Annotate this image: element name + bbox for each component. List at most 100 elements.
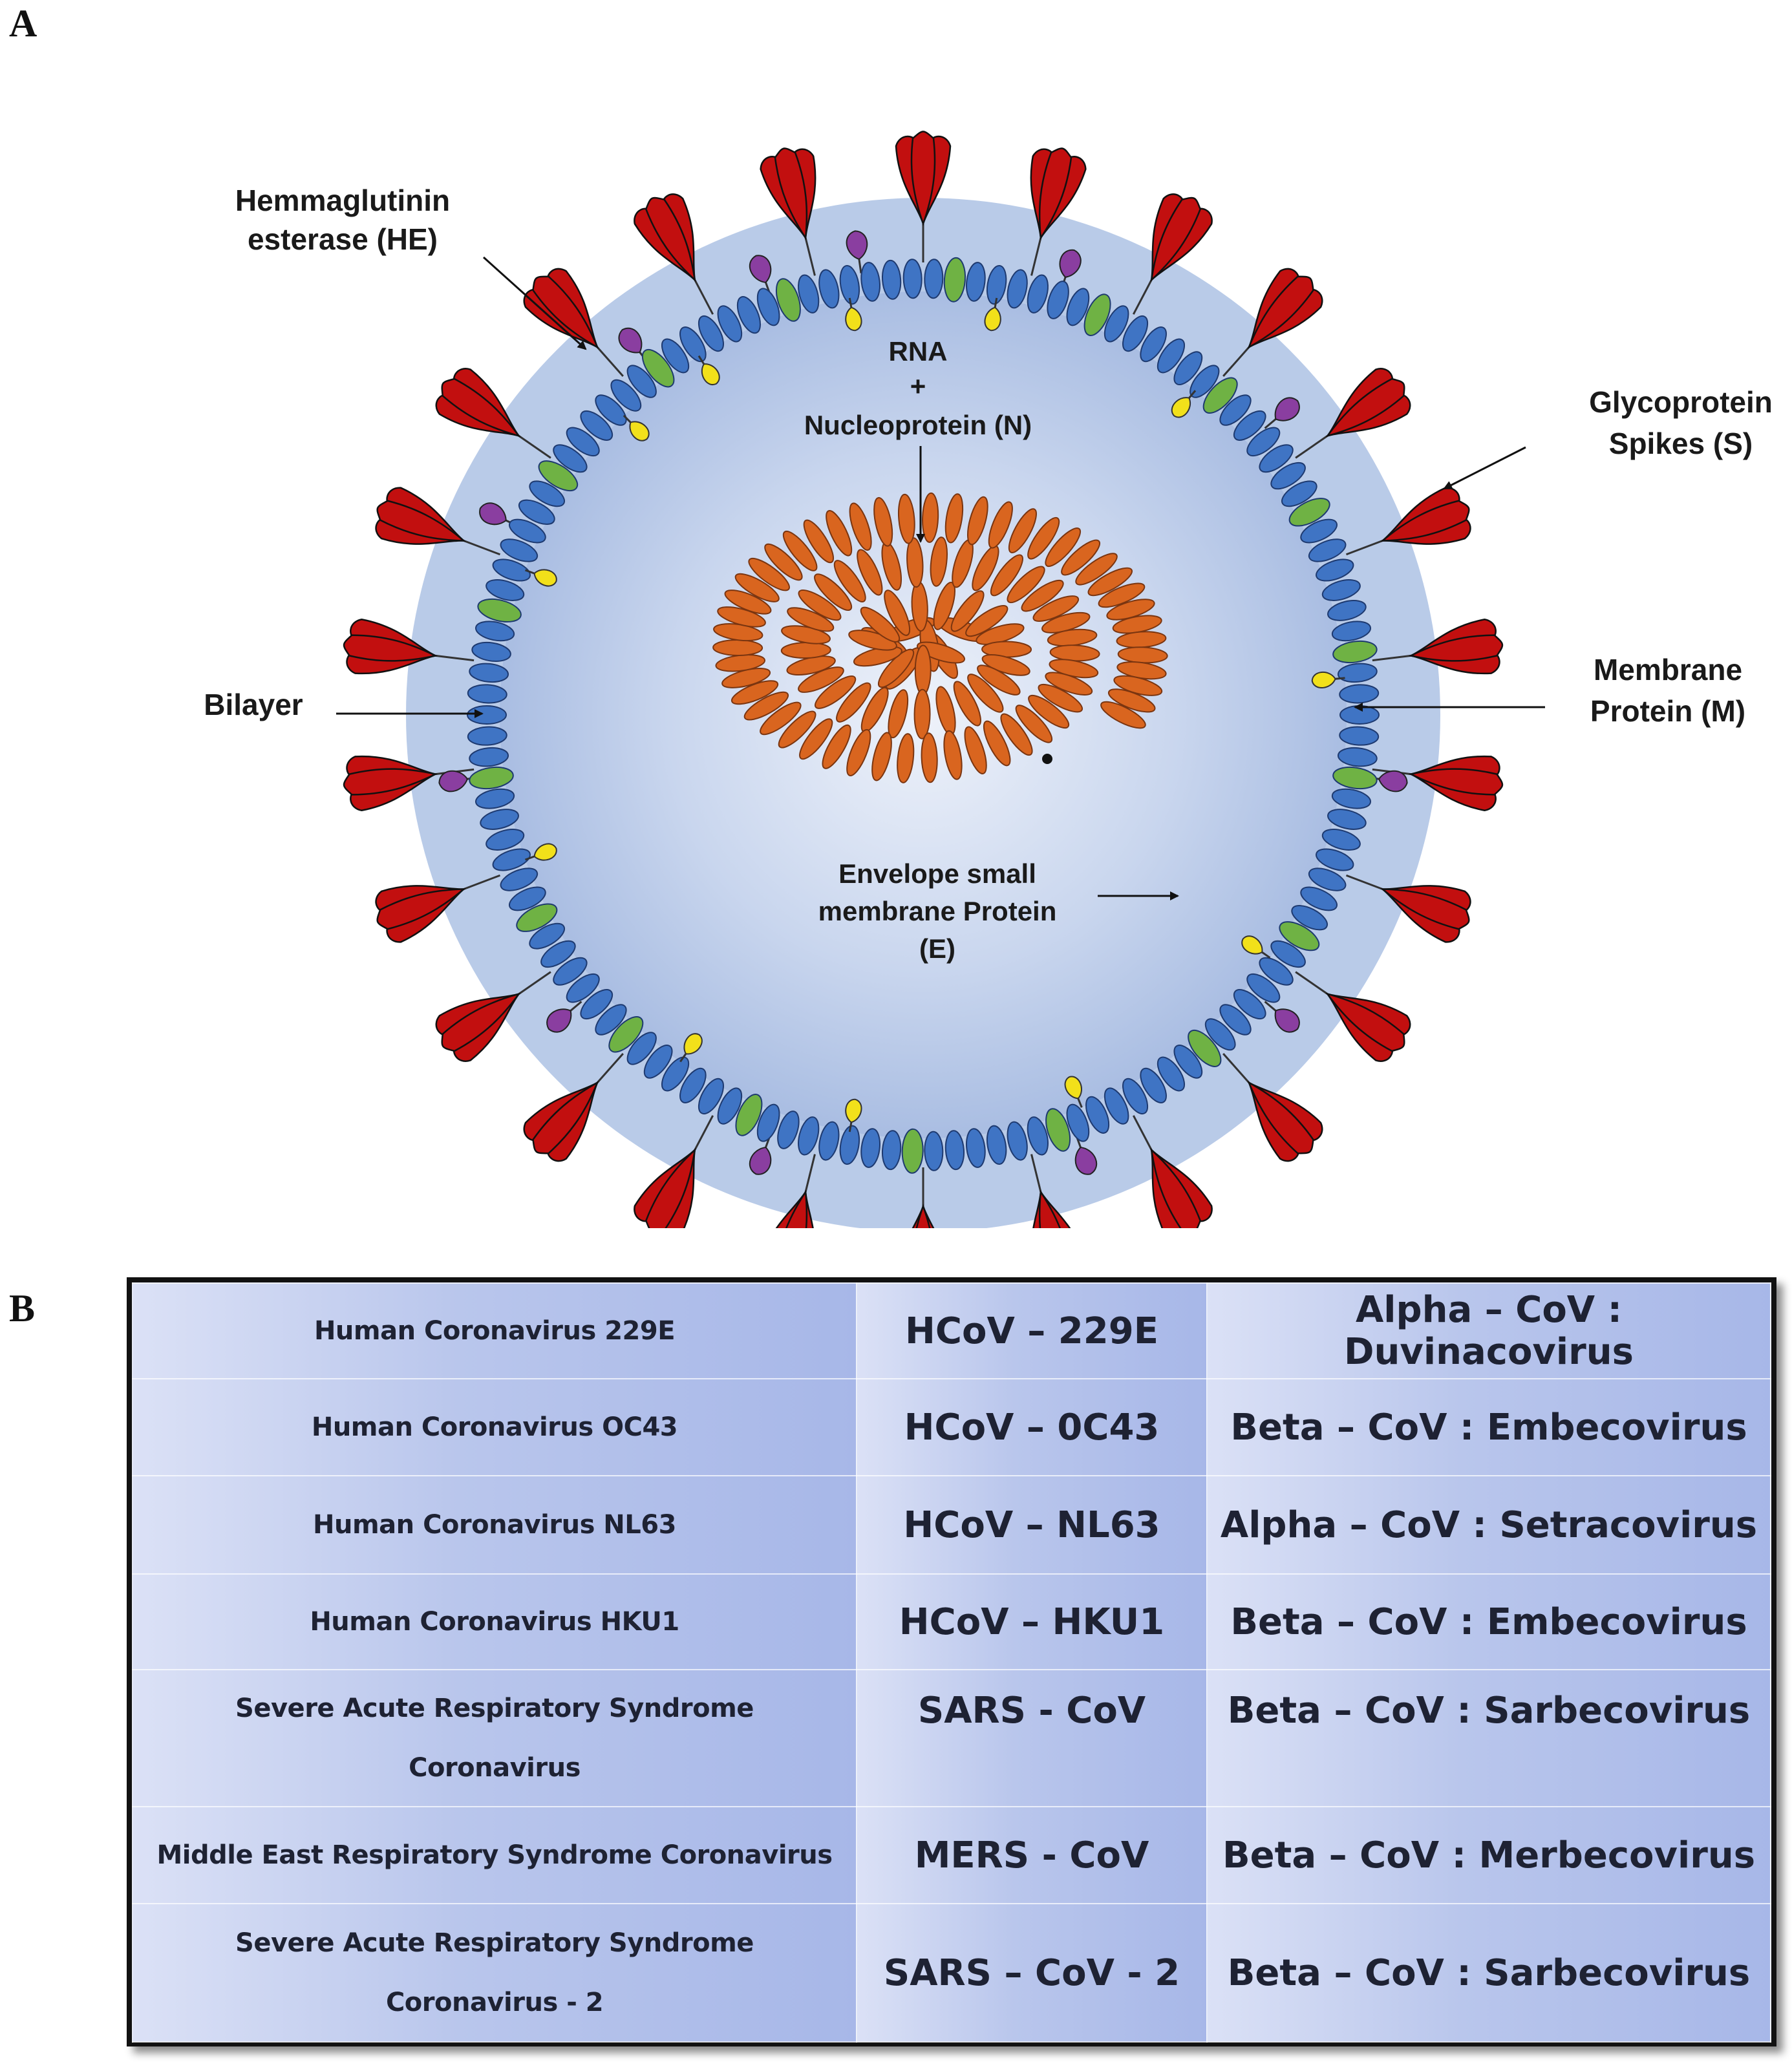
- membrane-protein: [1045, 1108, 1071, 1152]
- label-he-line2: esterase (HE): [248, 222, 438, 256]
- spike-petal: [645, 1147, 696, 1228]
- spike-stalk: [1222, 1052, 1250, 1083]
- he-protein: [546, 1001, 582, 1033]
- lipid: [1007, 1121, 1028, 1161]
- e-head: [1241, 935, 1263, 955]
- e-head: [629, 421, 650, 441]
- nucleoprotein: [1098, 582, 1146, 608]
- lipid: [500, 867, 539, 891]
- spike: [760, 147, 816, 276]
- spike-petal: [1408, 634, 1504, 662]
- lipid: [756, 1103, 780, 1142]
- he-protein: [846, 230, 868, 273]
- lipid-bilayer: [467, 257, 1380, 1174]
- lipid: [467, 705, 507, 725]
- nucleoprotein: [1027, 516, 1060, 560]
- label-spikes-line1: Glycoprotein: [1589, 385, 1773, 419]
- spike: [1345, 874, 1471, 943]
- spike-petal: [1408, 768, 1504, 796]
- envelope-protein: [1311, 672, 1345, 688]
- membrane-protein: [1279, 921, 1320, 951]
- nucleoprotein: [977, 664, 1021, 696]
- lipid: [553, 957, 588, 986]
- virion: [343, 131, 1504, 1228]
- label-bilayer: Bilayer: [204, 688, 303, 721]
- spike: [634, 1115, 714, 1228]
- membrane-protein: [775, 278, 801, 322]
- nucleoprotein: [1045, 527, 1082, 568]
- spike-stalk: [1345, 540, 1383, 556]
- lipid: [1270, 462, 1306, 490]
- e-head: [1064, 1076, 1082, 1100]
- membrane-protein: [516, 903, 558, 932]
- lipid: [500, 538, 539, 562]
- nucleoprotein: [953, 681, 981, 727]
- nucleoprotein: [724, 590, 772, 615]
- spike-stalk: [1030, 1154, 1042, 1193]
- e-stalk: [1261, 951, 1271, 959]
- lipid: [1316, 848, 1354, 871]
- he-head: [479, 502, 507, 526]
- lipid: [529, 480, 565, 507]
- envelope-protein: [984, 297, 1001, 332]
- lipid: [1219, 394, 1252, 426]
- nucleoprotein: [760, 701, 802, 736]
- table-row: Middle East Respiratory Syndrome Coronav…: [132, 1806, 1771, 1904]
- lipid: [679, 326, 707, 363]
- he-stalk: [570, 1001, 582, 1012]
- lipid: [626, 1032, 657, 1065]
- spike-petal: [1247, 1081, 1314, 1154]
- lipid: [580, 989, 613, 1020]
- he-protein: [749, 1133, 772, 1175]
- virus-name-cell: Middle East Respiratory Syndrome Coronav…: [132, 1806, 857, 1904]
- e-stalk: [994, 297, 998, 308]
- he-head: [749, 255, 772, 283]
- nucleoprotein: [922, 492, 939, 543]
- nucleoprotein: [966, 496, 988, 546]
- rna-end: [1042, 754, 1052, 764]
- spike-petal: [343, 768, 438, 796]
- membrane-protein: [538, 460, 579, 492]
- lipid: [736, 296, 761, 334]
- label-membrane-line2: Protein (M): [1590, 694, 1745, 728]
- spike-petal: [910, 131, 936, 226]
- nucleoprotein: [873, 497, 893, 547]
- lipid: [944, 1130, 965, 1171]
- spike-petal: [1380, 888, 1470, 930]
- virus-genus-cell: Beta – CoV : Embecovirus: [1206, 1378, 1771, 1476]
- nucleoprotein: [1061, 539, 1101, 576]
- label-spikes-line2: Spikes (S): [1609, 427, 1753, 460]
- virus-abbreviation-cell: HCoV – NL63: [856, 1475, 1208, 1575]
- membrane-protein: [477, 598, 522, 622]
- label-rna-line3: Nucleoprotein (N): [804, 410, 1032, 440]
- lipid: [467, 684, 507, 704]
- he-protein: [1074, 1133, 1098, 1175]
- nucleoprotein: [1045, 672, 1093, 696]
- lipid: [1047, 281, 1069, 319]
- spike: [634, 193, 714, 315]
- spike: [523, 268, 624, 377]
- spike-petal: [1038, 147, 1072, 240]
- label-envelope-line2: membrane Protein: [818, 896, 1057, 926]
- virus-genus-cell: Beta – CoV : Merbecovirus: [1206, 1806, 1771, 1904]
- lipid: [1300, 518, 1338, 544]
- nucleoprotein: [943, 730, 963, 780]
- spike-petal: [532, 1081, 599, 1154]
- nucleoprotein: [990, 554, 1023, 597]
- arrow-spikes: [1443, 446, 1526, 490]
- envelope-protein: [845, 1098, 862, 1132]
- spike-petal: [1380, 500, 1470, 542]
- lipid: [839, 1125, 860, 1165]
- e-stalk: [1077, 1098, 1083, 1108]
- envelope-protein: [524, 569, 557, 587]
- nucleoprotein: [1021, 579, 1064, 612]
- spike: [435, 368, 551, 459]
- lipid: [1339, 726, 1380, 746]
- he-head: [1274, 1008, 1300, 1033]
- nucleoprotein: [1032, 595, 1080, 622]
- nucleoprotein: [944, 493, 964, 544]
- lipid: [1219, 1004, 1252, 1036]
